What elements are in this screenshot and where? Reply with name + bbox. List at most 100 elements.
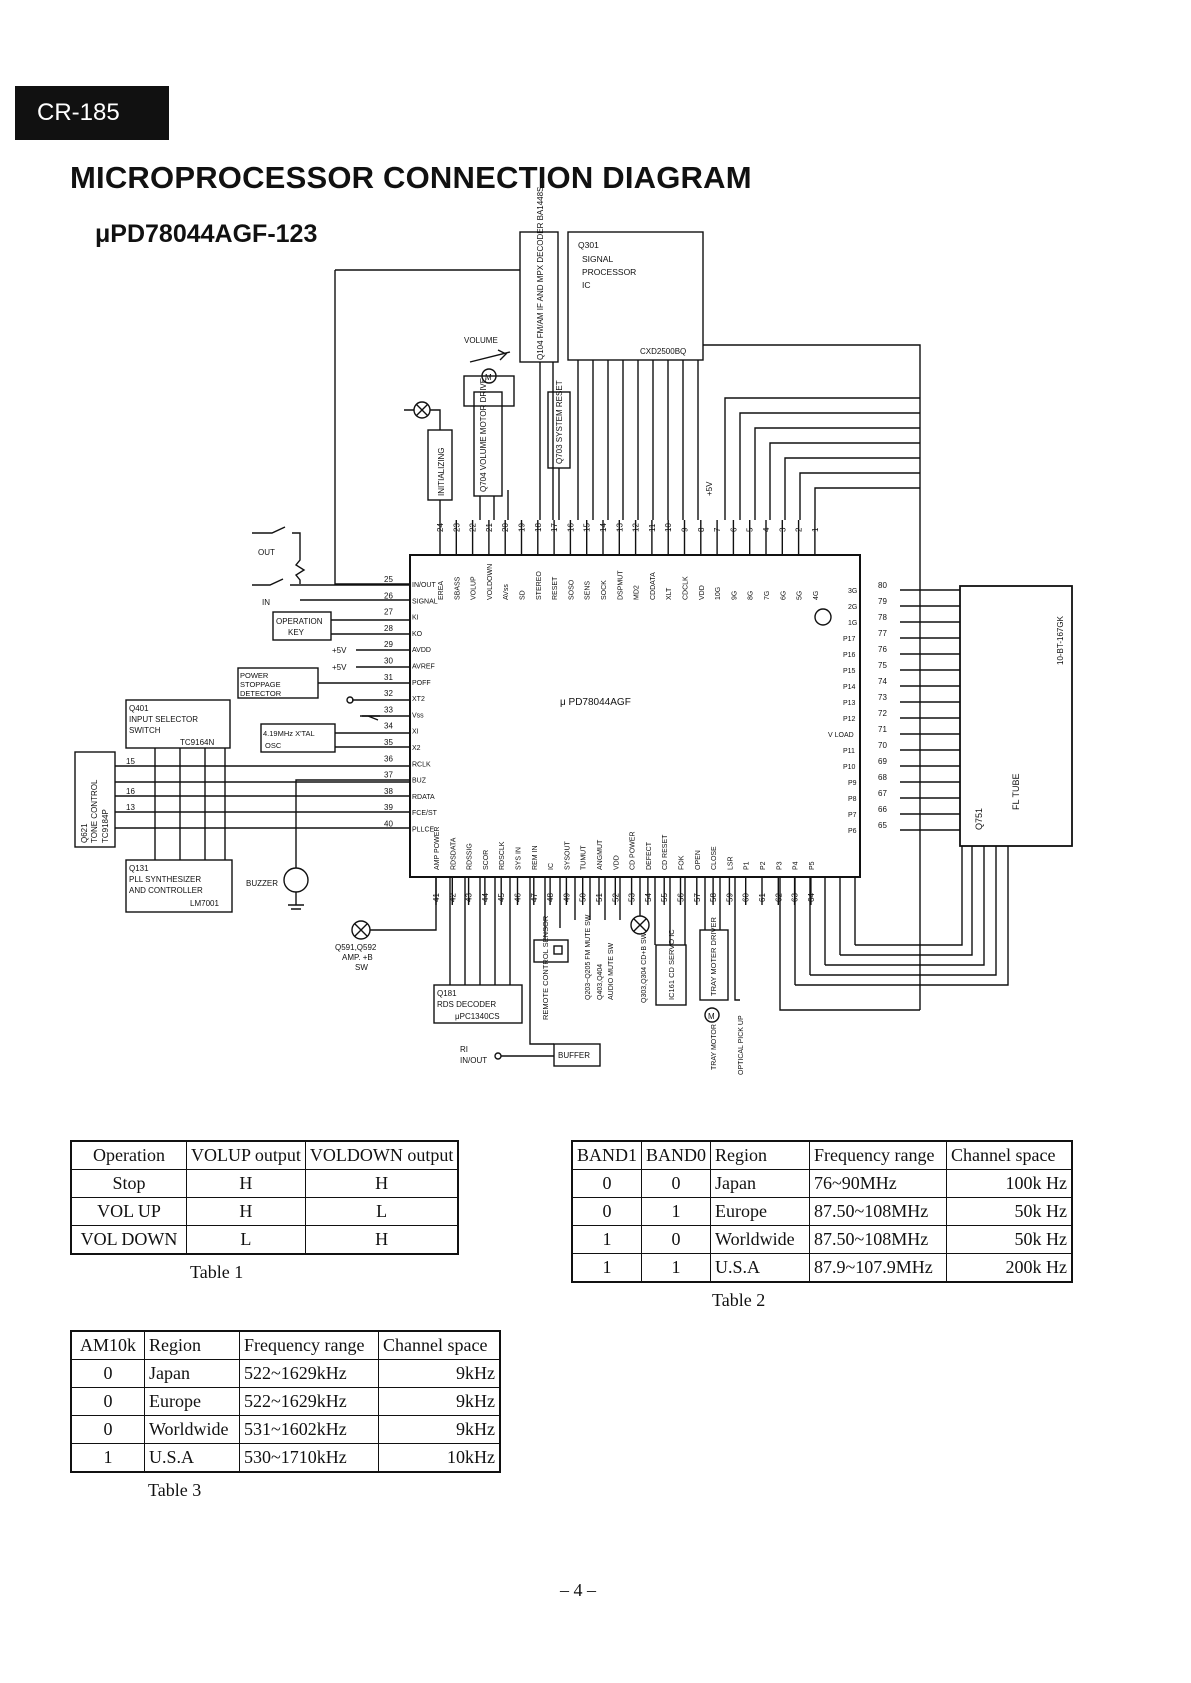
table-cell: U.S.A (710, 1253, 811, 1283)
table-row: 1 1 U.S.A 87.9~107.9MHz 200k Hz (571, 1253, 1073, 1283)
pin-number: 70 (878, 741, 887, 750)
tray-driver-label: TRAY MOTER DRIVER (709, 917, 718, 996)
q591-label-1: Q591,Q592 (335, 943, 377, 952)
top-pins: 24EREA23SBASS22VOLUP21VOLDOWN20AVss19SD1… (436, 520, 820, 600)
pin-signal: RDSCLK (499, 841, 506, 870)
pin-signal: 4G (813, 591, 820, 600)
pin-signal: 5G (797, 591, 804, 600)
side-pin-13: 13 (126, 803, 135, 812)
table-header: Operation (70, 1140, 187, 1170)
pin-number: 48 (546, 893, 555, 902)
pin-number: 65 (878, 821, 887, 830)
plus5v-a: +5V (332, 646, 347, 655)
pin-number: 67 (878, 789, 887, 798)
q104-block (519, 231, 559, 363)
pin-number: 2 (795, 527, 804, 532)
table-row: 0 Japan 522~1629kHz 9kHz (70, 1359, 501, 1388)
optical-label: OPTICAL PICK UP (738, 1015, 745, 1075)
pin-signal: XLT (666, 587, 673, 600)
table-cell: 0 (571, 1197, 643, 1226)
grid-lines-top (724, 397, 920, 520)
pin-signal: POFF (412, 680, 431, 687)
q104-lines (539, 362, 554, 520)
pin-signal: REM IN (532, 846, 539, 871)
buffer-block (553, 1043, 601, 1067)
buffer-label: BUFFER (558, 1051, 590, 1060)
pin-signal: RDATA (412, 794, 435, 801)
pin-signal: VDD (613, 855, 620, 870)
pin-number: 15 (583, 523, 592, 532)
mute-label-2: Q403,Q404 (597, 964, 604, 1000)
table3: AM10k Region Frequency range Channel spa… (70, 1330, 501, 1473)
q401-label-3: SWITCH (129, 726, 161, 735)
pin-number: 71 (878, 725, 887, 734)
page-number: – 4 – (560, 1580, 596, 1600)
q591-label-3: SW (355, 963, 368, 972)
table-cell: Europe (710, 1197, 811, 1226)
q401-label-2: INPUT SELECTOR (129, 715, 198, 724)
pin-signal: LSR (727, 856, 734, 870)
power-stop-lines (318, 682, 410, 717)
pin-signal: RDSDATA (450, 837, 457, 870)
pin-signal: SYS IN (516, 847, 523, 870)
in-out-line (334, 270, 410, 585)
operation-key-label-2: KEY (288, 628, 305, 637)
table-cell: H (304, 1169, 459, 1198)
pin-signal: AMP POWER (434, 827, 441, 870)
pin-number: 62 (774, 893, 783, 902)
pin-number: 19 (518, 523, 527, 532)
table-cell: VOL UP (70, 1197, 187, 1226)
pin-signal: SCOR (483, 850, 490, 870)
in-label: IN (262, 598, 270, 607)
pin-signal: V LOAD (828, 732, 854, 739)
power-stop-label-1: POWER (240, 671, 269, 680)
q104-label: Q104 FM/AM IF AND MPX DECODER BA1448S (536, 187, 545, 360)
pin-number: 53 (628, 893, 637, 902)
pin-signal: P13 (843, 700, 856, 707)
ri-label-2: IN/OUT (460, 1056, 487, 1065)
table-cell: Japan (144, 1359, 240, 1388)
table-row: 1 U.S.A 530~1710kHz 10kHz (70, 1443, 501, 1473)
fl-tube-block (959, 585, 1073, 847)
bottom-return (779, 877, 920, 1011)
tray-motor-label: TRAY MOTOR (711, 1024, 718, 1070)
remote-label: REMOTE CONTROL SENSOR (541, 915, 550, 1020)
table-row: VOL UP H L (70, 1197, 459, 1226)
pin-signal: FOK (679, 855, 686, 870)
pin-number: 7 (713, 527, 722, 532)
q621-label-3: TC9184P (101, 809, 110, 843)
q621-label-1: Q621 (80, 823, 89, 843)
pin-number: 28 (384, 624, 393, 633)
pin-number: 75 (878, 661, 887, 670)
q401-label-4: TC9164N (180, 738, 214, 747)
lamp-wiring-top (404, 403, 441, 430)
pin-signal: 6G (780, 591, 787, 600)
ic161-label: IC161 CD SERVO IC (667, 929, 676, 1000)
table-header: BAND1 (571, 1140, 643, 1170)
q131-label-1: Q131 (129, 864, 149, 873)
cd-lamp-wiring (633, 877, 647, 932)
pin-signal: P8 (848, 796, 857, 803)
supply-lines (356, 649, 410, 668)
pin-signal: VOLDOWN (487, 564, 494, 600)
pin-signal: 2G (848, 604, 857, 611)
connection-diagram: μ PD78044AGF 24EREA23SBASS22VOLUP21VOLDO… (74, 187, 1073, 1075)
pin-number: 73 (878, 693, 887, 702)
plus5v-b: +5V (332, 663, 347, 672)
table-cell: 530~1710kHz (239, 1443, 379, 1473)
motor-icon-label: M (485, 373, 492, 382)
q301-bus (577, 360, 699, 520)
q131-label-4: LM7001 (190, 899, 219, 908)
pin-number: 59 (725, 893, 734, 902)
q621-label-2: TONE CONTROL (90, 779, 99, 843)
pin-signal: 9G (731, 591, 738, 600)
table-cell: 100k Hz (946, 1169, 1073, 1198)
pin-signal: P7 (848, 812, 857, 819)
pin-number: 60 (742, 893, 751, 902)
pin-signal: XI (412, 729, 419, 736)
main-chip-body (409, 554, 861, 878)
fl-bus (900, 589, 960, 831)
q131-label-2: PLL SYNTHESIZER (129, 875, 201, 884)
pin-signal: P3 (776, 861, 783, 870)
initializing-label: INITIALIZING (437, 448, 446, 496)
